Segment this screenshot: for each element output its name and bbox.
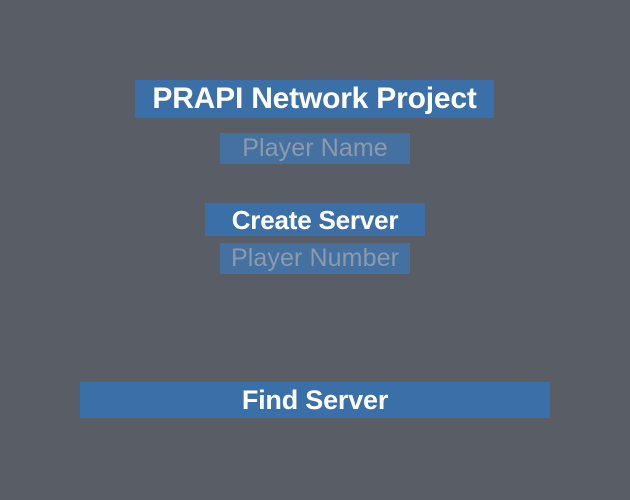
- create-server-button[interactable]: Create Server: [205, 203, 425, 236]
- page-title: PRAPI Network Project: [135, 80, 494, 118]
- player-name-input[interactable]: [220, 133, 410, 164]
- player-number-input[interactable]: [220, 243, 410, 274]
- find-server-button[interactable]: Find Server: [80, 382, 550, 418]
